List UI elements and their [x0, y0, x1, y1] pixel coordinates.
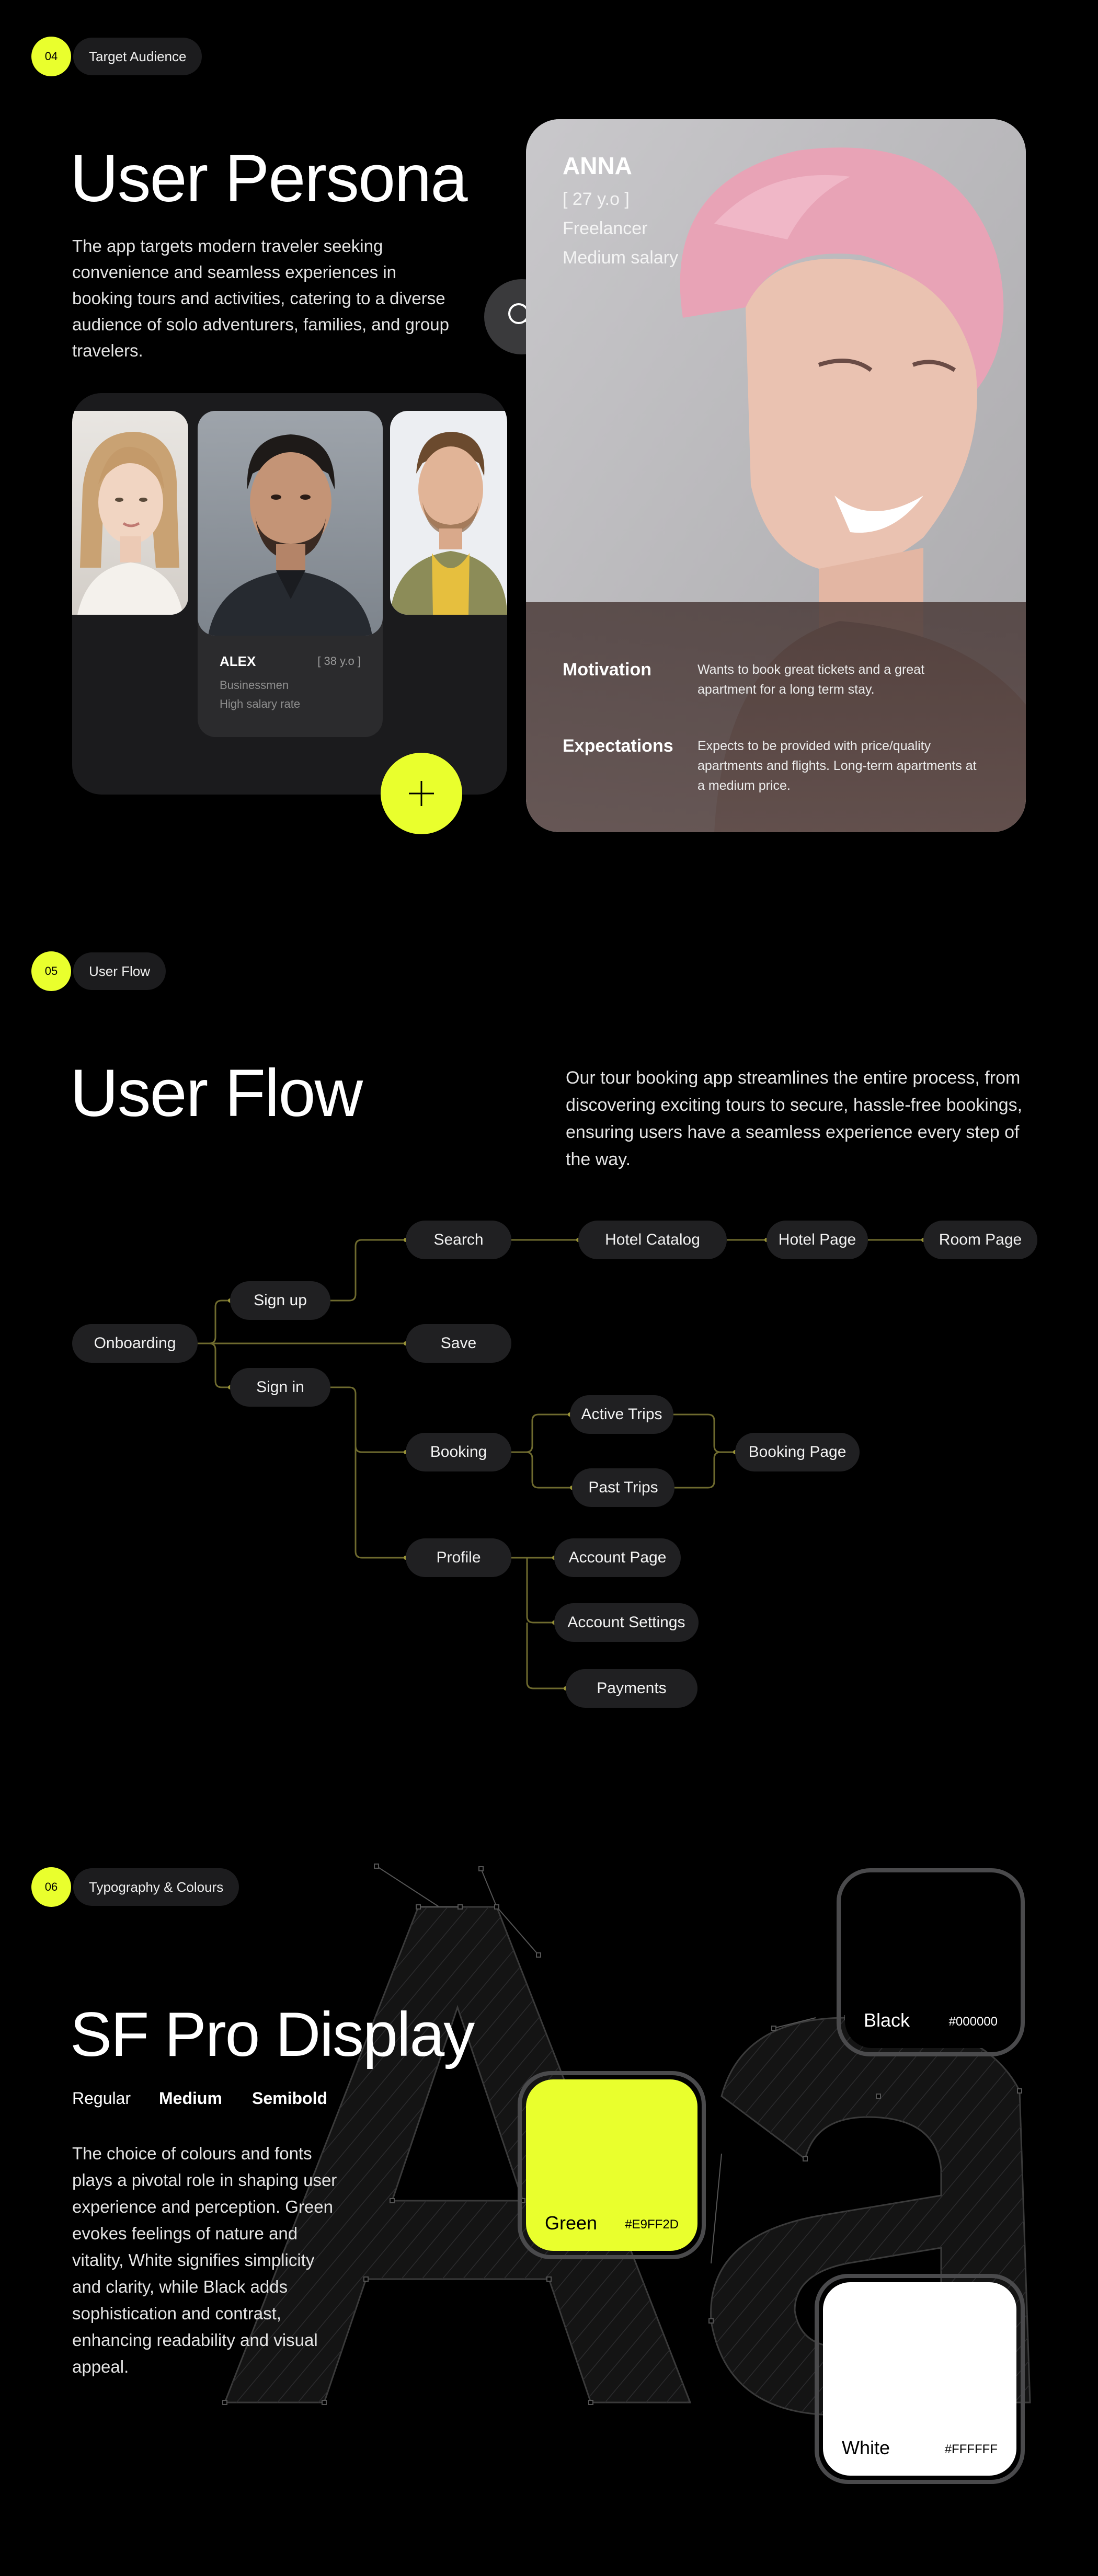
persona-alex-role: Businessmen: [220, 678, 289, 692]
section-tag-label: User Flow: [73, 952, 166, 990]
font-weight-semibold: Semibold: [252, 2089, 328, 2108]
swatch-hex: #E9FF2D: [625, 2217, 679, 2232]
swatch-name: Green: [545, 2212, 598, 2234]
section-tag-typography: 06 Typography & Colours: [31, 1867, 239, 1907]
font-name-title: SF Pro Display: [70, 1999, 475, 2069]
persona-expectations-text: Expects to be provided with price/qualit…: [697, 739, 977, 793]
persona-anna-age: [ 27 y.o ]: [563, 189, 630, 209]
add-persona-button[interactable]: [381, 753, 462, 834]
flow-node-account-page[interactable]: Account Page: [554, 1538, 681, 1577]
flow-node-search[interactable]: Search: [406, 1221, 511, 1259]
user-flow-description: Our tour booking app streamlines the ent…: [566, 1068, 1023, 1169]
flow-node-active-trips[interactable]: Active Trips: [570, 1395, 673, 1434]
section-number-badge: 04: [31, 37, 71, 76]
font-weight-regular: Regular: [72, 2089, 131, 2108]
persona-anna-salary: Medium salary: [563, 248, 679, 268]
typography-description: The choice of colours and fonts plays a …: [72, 2144, 337, 2376]
user-flow-title: User Flow: [70, 1056, 363, 1131]
swatch-fill: [823, 2282, 1016, 2476]
persona-card-alex[interactable]: ALEX [ 38 y.o ] Businessmen High salary …: [198, 411, 383, 737]
flow-node-room-page[interactable]: Room Page: [923, 1221, 1037, 1259]
flow-node-save[interactable]: Save: [406, 1324, 511, 1363]
swatch-fill: [845, 1877, 1016, 2048]
persona-anna-name: ANNA: [563, 152, 632, 179]
flow-node-profile[interactable]: Profile: [406, 1538, 511, 1577]
persona-carousel-card: ALEX [ 38 y.o ] Businessmen High salary …: [72, 393, 507, 795]
persona-photo-anna: [526, 119, 1026, 832]
flow-node-sign-up[interactable]: Sign up: [230, 1281, 330, 1320]
flow-node-booking[interactable]: Booking: [406, 1433, 511, 1471]
persona-alex-name: ALEX: [220, 653, 256, 669]
section-tag-user-flow: 05 User Flow: [31, 951, 166, 991]
persona-photo-man[interactable]: [390, 411, 507, 615]
flow-node-onboarding[interactable]: Onboarding: [72, 1324, 198, 1363]
persona-anna-role: Freelancer: [563, 218, 648, 238]
color-swatch-white[interactable]: White #FFFFFF: [815, 2274, 1025, 2484]
swatch-hex: #FFFFFF: [944, 2442, 998, 2456]
flow-node-past-trips[interactable]: Past Trips: [572, 1468, 674, 1507]
color-swatch-green[interactable]: Green #E9FF2D: [518, 2071, 706, 2259]
section-number-badge: 05: [31, 951, 71, 991]
flow-node-hotel-page[interactable]: Hotel Page: [767, 1221, 868, 1259]
persona-alex-age: [ 38 y.o ]: [317, 654, 361, 668]
persona-description: The app targets modern traveler seeking …: [72, 236, 449, 360]
persona-card-anna[interactable]: ANNA [ 27 y.o ] Freelancer Medium salary…: [526, 119, 1026, 832]
swatch-fill: [526, 2079, 697, 2251]
flow-node-booking-page[interactable]: Booking Page: [735, 1433, 860, 1471]
persona-expectations-label: Expectations: [563, 736, 673, 756]
color-swatch-black[interactable]: Black #000000: [837, 1868, 1025, 2056]
persona-motivation-label: Motivation: [563, 660, 651, 680]
flow-node-hotel-catalog[interactable]: Hotel Catalog: [578, 1221, 727, 1259]
section-tag-label: Target Audience: [73, 38, 202, 75]
persona-motivation-text: Wants to book great tickets and a great …: [697, 662, 925, 697]
flow-node-account-settings[interactable]: Account Settings: [554, 1603, 699, 1642]
persona-photo-woman[interactable]: [72, 411, 188, 615]
plus-icon: [409, 781, 434, 806]
swatch-hex: #000000: [948, 2015, 998, 2029]
swatch-name: White: [842, 2437, 890, 2458]
section-tag-target-audience: 04 Target Audience: [31, 37, 202, 76]
section-tag-label: Typography & Colours: [73, 1868, 239, 1906]
persona-photo-alex: [198, 411, 383, 636]
swatch-name: Black: [864, 2009, 910, 2031]
font-weight-medium: Medium: [159, 2089, 222, 2108]
persona-alex-salary: High salary rate: [220, 697, 301, 710]
flow-node-payments[interactable]: Payments: [566, 1669, 697, 1708]
section-number-badge: 06: [31, 1867, 71, 1907]
persona-title: User Persona: [70, 141, 468, 216]
flow-node-sign-in[interactable]: Sign in: [230, 1368, 330, 1407]
